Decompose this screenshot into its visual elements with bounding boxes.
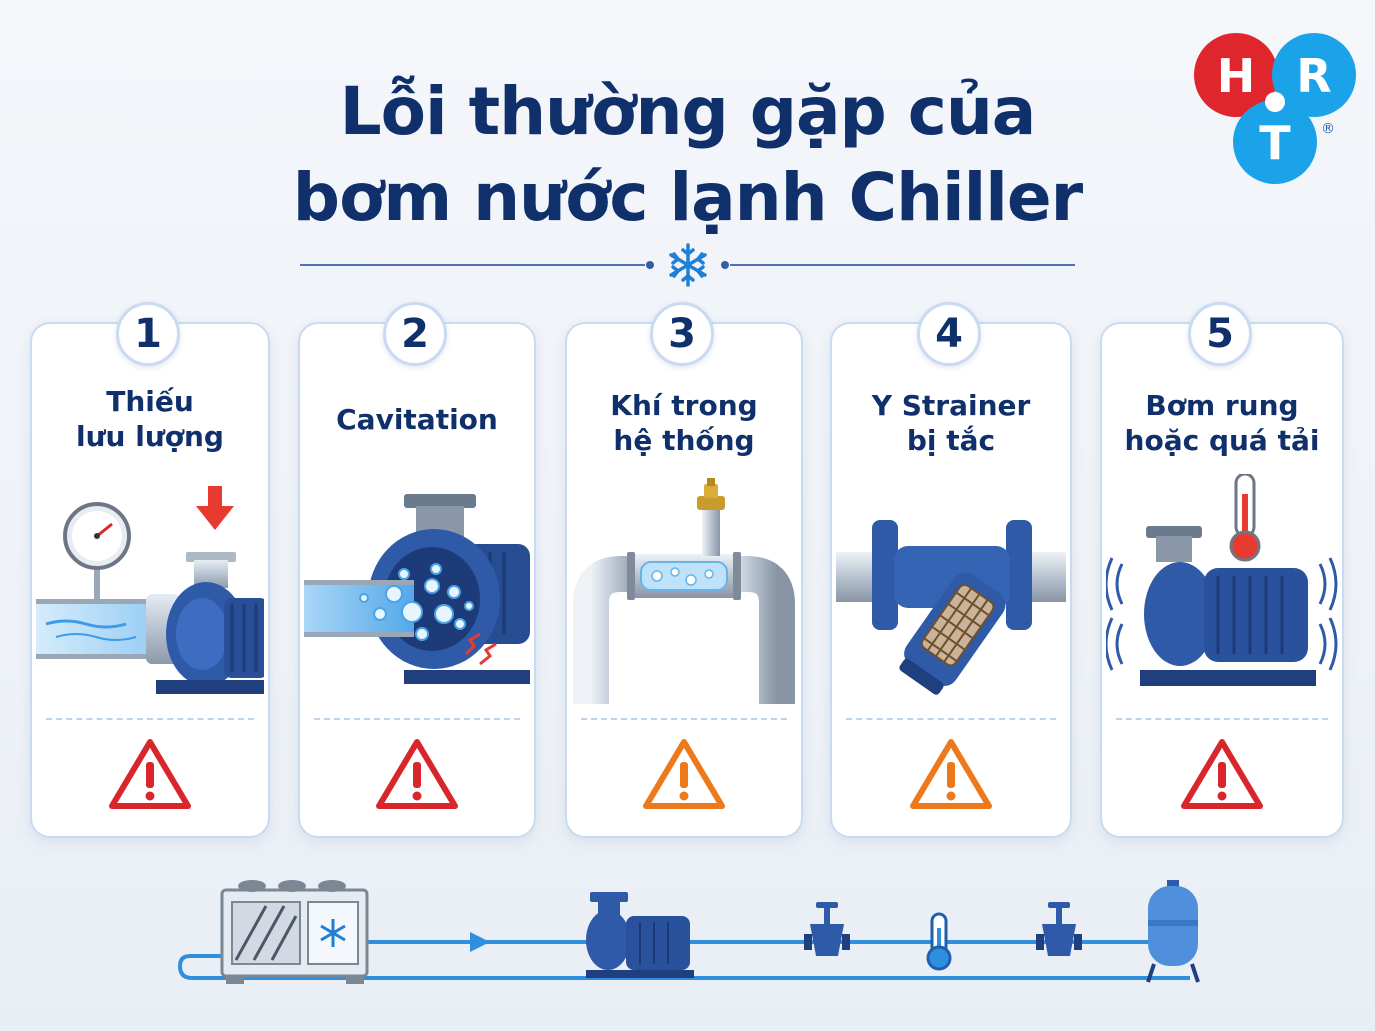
pressure-gauge-icon <box>63 502 131 570</box>
card-number-badge: 1 <box>116 302 180 366</box>
card-number-badge: 5 <box>1188 302 1252 366</box>
thermometer-icon <box>926 912 952 971</box>
pump-cavitation-illustration <box>304 494 530 684</box>
card-air-in-system: 3 Khí trong hệ thống <box>565 302 803 838</box>
card-divider <box>1116 718 1328 720</box>
warning-icon <box>376 739 458 809</box>
thermometer-icon <box>1229 474 1261 562</box>
expansion-tank-icon <box>1146 880 1200 983</box>
card-low-flow: 1 Thiếu lưu lượng <box>30 302 270 838</box>
valve-icon <box>804 902 850 956</box>
card-divider <box>581 718 787 720</box>
card-label: Khí trong hệ thống <box>610 389 758 457</box>
card-label: Thiếu lưu lượng <box>76 385 224 453</box>
card-label: Cavitation <box>336 403 498 436</box>
snowflake-icon <box>669 243 707 287</box>
pump-vibration-illustration <box>1106 474 1338 686</box>
card-divider <box>314 718 520 720</box>
card-number-badge: 4 <box>917 302 981 366</box>
chiller-unit-icon <box>220 880 369 984</box>
y-strainer-illustration <box>836 520 1066 695</box>
card-divider <box>846 718 1056 720</box>
crack-spark-icon <box>464 632 497 666</box>
bubbles <box>359 563 474 641</box>
card-label: Bơm rung hoặc quá tải <box>1124 389 1320 457</box>
pipe-air-vent-illustration <box>573 478 795 704</box>
valve-icon <box>1036 902 1082 956</box>
card-number-badge: 3 <box>650 302 714 366</box>
page-title-line-2: bơm nước lạnh Chiller <box>292 159 1083 236</box>
warning-icon <box>910 739 992 809</box>
card-cavitation: 2 Cavitation <box>298 302 536 838</box>
svg-text:®: ® <box>1321 121 1335 137</box>
card-divider <box>46 718 254 720</box>
card-pump-vibration-overload: 5 Bơm rung hoặc quá tải <box>1100 302 1344 838</box>
card-label: Y Strainer bị tắc <box>871 389 1031 457</box>
title-divider <box>300 243 1075 287</box>
page-title-line-1: Lỗi thường gặp của <box>339 73 1037 150</box>
red-arrow-down-icon <box>196 486 234 530</box>
pump-icon <box>586 892 694 978</box>
svg-text:R: R <box>1296 49 1331 103</box>
air-vent-valve-icon <box>697 478 725 510</box>
card-y-strainer-clogged: 4 Y Strainer bị tắc <box>830 302 1072 838</box>
chiller-system-flow-diagram <box>177 880 1200 984</box>
warning-icon <box>1181 739 1263 809</box>
warning-icon <box>643 739 725 809</box>
vibration-waves-icon <box>1106 557 1338 671</box>
pump-low-flow-illustration <box>36 486 264 694</box>
hrt-logo: H R T ® <box>1194 33 1356 184</box>
warning-icon <box>109 739 191 809</box>
card-number-badge: 2 <box>383 302 447 366</box>
svg-text:T: T <box>1259 116 1291 170</box>
svg-text:H: H <box>1217 49 1256 103</box>
